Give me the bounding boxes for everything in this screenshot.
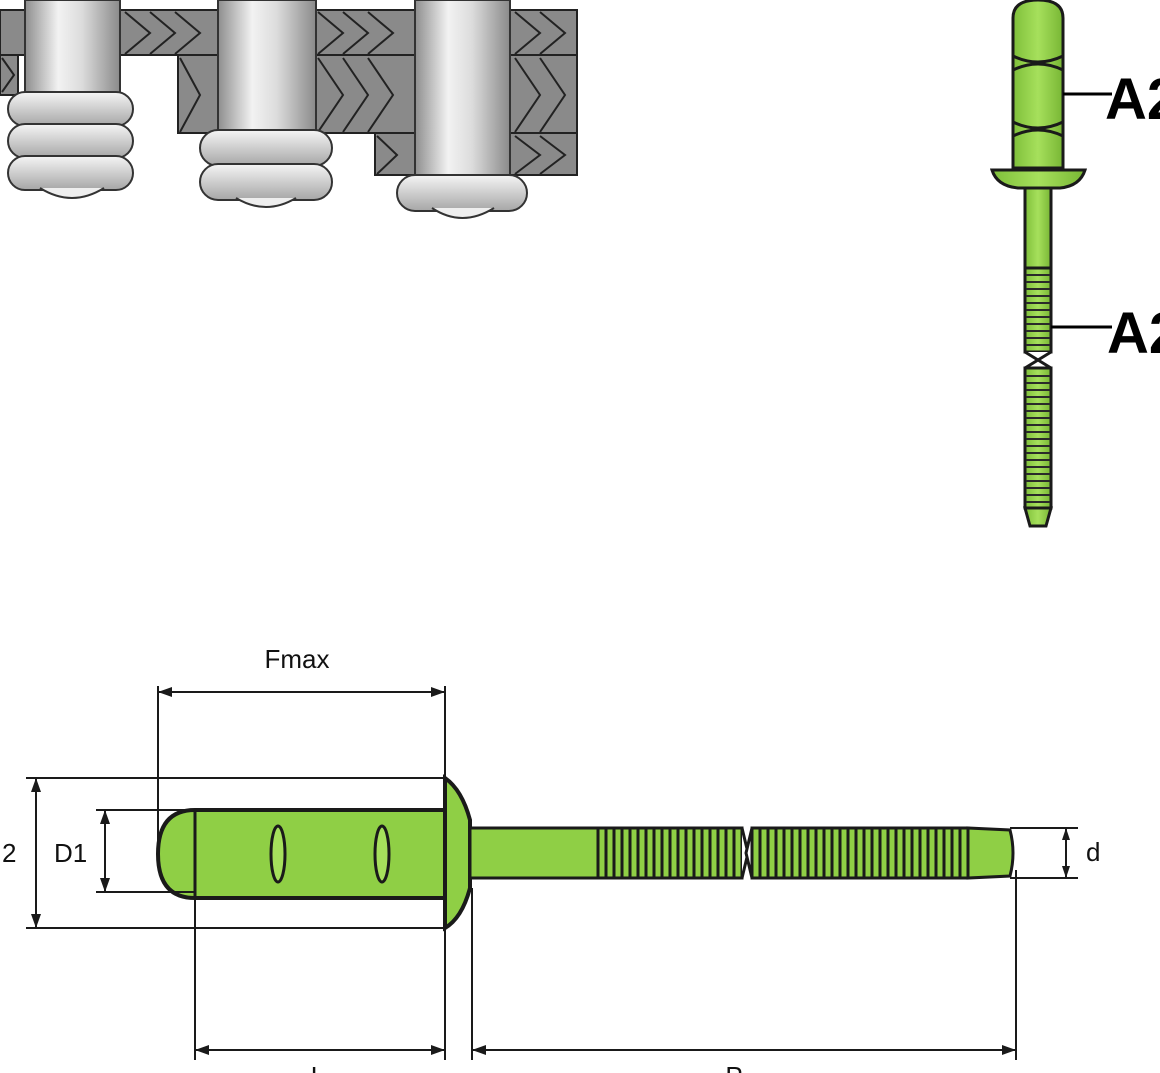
dim-label-fmax: Fmax — [265, 644, 330, 674]
callout-label-lower: A2 — [1107, 301, 1160, 366]
dimensioned-rivet-drawing: Fmax 2 D1 d L P — [2, 644, 1100, 1073]
installed-rivet-3 — [396, 0, 528, 219]
dim-label-mandrel-length: P — [725, 1061, 742, 1073]
installed-rivets-section-view — [0, 0, 578, 219]
vertical-rivet-view: A2 A2 — [989, 0, 1160, 528]
dim-label-d: d — [1086, 837, 1100, 867]
dim-label-length: L — [311, 1061, 325, 1073]
dim-label-d2: 2 — [2, 838, 16, 868]
installed-rivet-1 — [7, 0, 134, 199]
dim-label-d1: D1 — [54, 838, 87, 868]
callout-label-upper: A2 — [1105, 67, 1160, 132]
installed-rivet-2 — [199, 0, 333, 208]
